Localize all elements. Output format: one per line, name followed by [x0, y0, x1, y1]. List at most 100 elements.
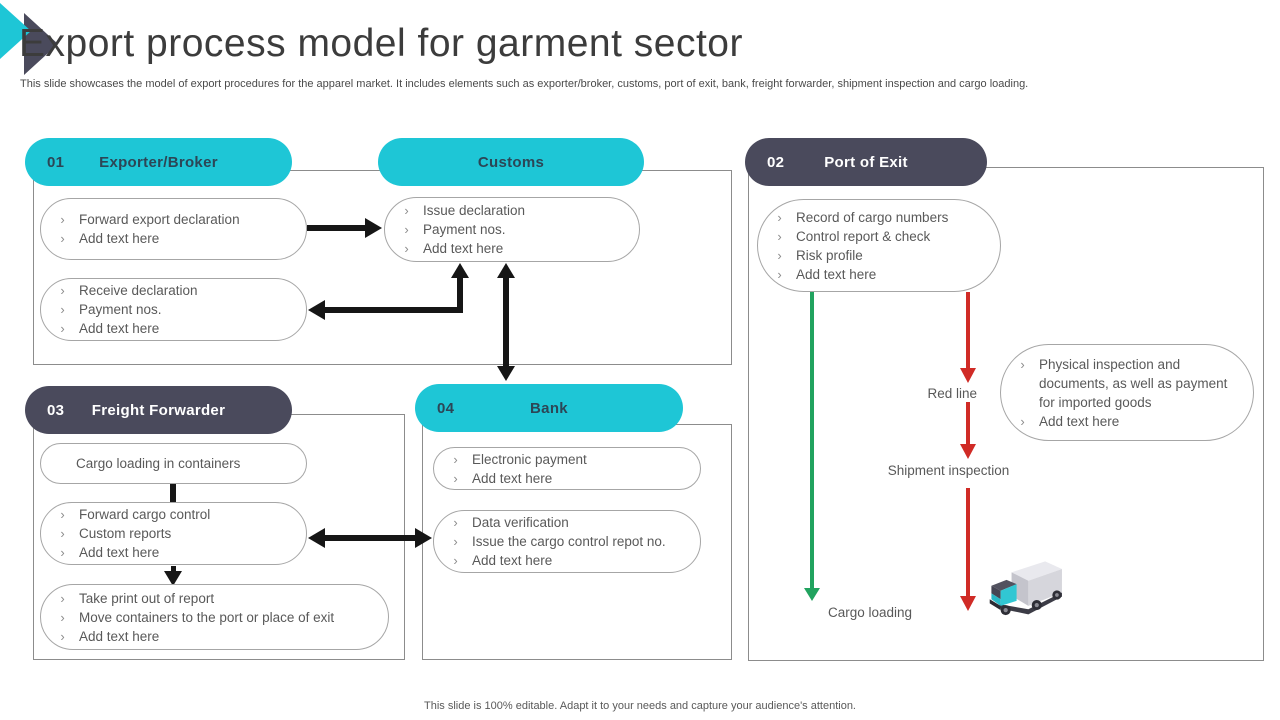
chevron-bullet-icon: › [1020, 413, 1025, 429]
chevron-bullet-icon: › [60, 609, 65, 625]
chevron-bullet-icon: › [60, 507, 65, 522]
bubble-record-of-cargo: › Record of cargo numbers › Control report… [757, 199, 1001, 292]
pill-number: 03 [47, 401, 65, 419]
pill-bank: 04 Bank [415, 384, 683, 432]
header-accent-teal-triangle-icon [0, 3, 31, 59]
arrow-customs-elbow-vertical [457, 277, 463, 313]
chevron-bullet-icon: › [777, 247, 782, 263]
red-arrowhead-down-icon [960, 596, 976, 611]
arrow-customs-elbow-horizontal [324, 307, 463, 313]
chevron-bullet-icon: › [453, 553, 458, 568]
page-subtitle: This slide showcases the model of export… [20, 78, 1029, 90]
pill-label: Freight Forwarder [91, 401, 226, 419]
bubble-data-verification: › Data verification › Issue the cargo cont… [433, 510, 701, 573]
pill-port-of-exit: 02 Port of Exit [745, 138, 987, 186]
chevron-bullet-icon: › [60, 628, 65, 644]
red-flow-line-segment [966, 402, 970, 444]
chevron-bullet-icon: › [777, 266, 782, 282]
chevron-bullet-icon: › [60, 212, 65, 227]
bubble-text: Forward cargo control [79, 507, 211, 522]
bubble-text: Issue the cargo control repot no. [472, 534, 666, 549]
red-arrowhead-down-icon [960, 444, 976, 459]
bubble-text: Cargo loading in containers [76, 456, 241, 471]
bubble-text: Add text here [796, 266, 877, 282]
chevron-bullet-icon: › [453, 534, 458, 549]
red-flow-line-segment [966, 488, 970, 596]
bubble-text: Payment nos. [423, 222, 506, 237]
pill-label: Customs [477, 153, 545, 171]
arrow-control-to-print [171, 566, 176, 575]
bubble-text: Risk profile [796, 247, 863, 263]
bubble-text: Add text here [79, 321, 160, 336]
bubble-issue-declaration: › Issue declaration › Payment nos. › Add te… [384, 197, 640, 262]
arrowhead-right-icon [365, 218, 382, 238]
pill-label: Port of Exit [824, 153, 908, 171]
chevron-bullet-icon: › [777, 228, 782, 244]
arrow-exporter-to-customs [307, 225, 366, 231]
arrow-customs-to-bank [503, 277, 509, 367]
chevron-bullet-icon: › [60, 545, 65, 560]
arrowhead-up-icon [497, 263, 515, 278]
bubble-text: Issue declaration [423, 203, 526, 218]
bubble-text: Move containers to the port or place of … [79, 609, 335, 625]
bubble-text: Payment nos. [79, 302, 162, 317]
bubble-electronic-payment: › Electronic payment › Add text here [433, 447, 701, 490]
chevron-bullet-icon: › [60, 526, 65, 541]
bubble-forward-cargo-control: › Forward cargo control › Custom reports ›… [40, 502, 307, 565]
chevron-bullet-icon: › [404, 222, 409, 237]
arrowhead-down-icon [164, 571, 182, 586]
bubble-text: Add text here [1039, 413, 1120, 429]
chevron-bullet-icon: › [453, 470, 458, 486]
bubble-text: Record of cargo numbers [796, 209, 949, 225]
chevron-bullet-icon: › [404, 203, 409, 218]
bubble-text: Add text here [79, 231, 160, 246]
bubble-text: Add text here [472, 553, 553, 568]
chevron-bullet-icon: › [60, 231, 65, 246]
bubble-text: Add text here [472, 470, 553, 486]
pill-exporter-broker: 01 Exporter/Broker [25, 138, 292, 186]
pill-number: 02 [767, 153, 785, 171]
connector-cargo-to-control [170, 484, 176, 502]
bubble-text: Electronic payment [472, 451, 587, 467]
label-cargo-loading: Cargo loading [827, 605, 913, 620]
bubble-cargo-loading-containers: Cargo loading in containers [40, 443, 307, 484]
arrowhead-down-icon [497, 366, 515, 381]
bubble-physical-inspection: › Physical inspection and documents, as w… [1000, 344, 1254, 441]
port-of-exit-container [748, 167, 1264, 661]
chevron-bullet-icon: › [60, 590, 65, 606]
arrowhead-left-icon [308, 528, 325, 548]
label-shipment-inspection: Shipment inspection [887, 463, 1010, 478]
chevron-bullet-icon: › [404, 241, 409, 256]
bubble-text: Data verification [472, 515, 569, 530]
page-title: Export process model for garment sector [19, 22, 743, 65]
arrowhead-right-icon [415, 528, 432, 548]
pill-number: 01 [47, 153, 65, 171]
bubble-text: Add text here [79, 545, 160, 560]
bubble-receive-declaration: › Receive declaration › Payment nos. › Add … [40, 278, 307, 341]
bubble-text: Physical inspection and documents, as we… [1039, 356, 1228, 410]
footer-note: This slide is 100% editable. Adapt it to… [424, 700, 856, 712]
chevron-bullet-icon: › [60, 283, 65, 298]
bubble-text: Add text here [423, 241, 504, 256]
arrowhead-left-icon [308, 300, 325, 320]
bubble-text: Take print out of report [79, 590, 215, 606]
chevron-bullet-icon: › [777, 209, 782, 225]
bubble-forward-export-declaration: › Forward export declaration › Add text he… [40, 198, 307, 260]
bubble-text: Custom reports [79, 526, 172, 541]
bubble-text: Add text here [79, 628, 160, 644]
arrowhead-up-icon [451, 263, 469, 278]
label-red-line: Red line [927, 386, 977, 401]
chevron-bullet-icon: › [60, 302, 65, 317]
arrow-freight-to-bank [324, 535, 416, 541]
green-flow-line [810, 292, 814, 588]
chevron-bullet-icon: › [453, 451, 458, 467]
chevron-bullet-icon: › [60, 321, 65, 336]
bubble-text: Receive declaration [79, 283, 198, 298]
chevron-bullet-icon: › [453, 515, 458, 530]
red-flow-line-segment [966, 292, 970, 368]
bubble-text: Forward export declaration [79, 212, 240, 227]
bubble-text: Control report & check [796, 228, 931, 244]
pill-number: 04 [437, 399, 455, 417]
red-arrowhead-down-icon [960, 368, 976, 383]
